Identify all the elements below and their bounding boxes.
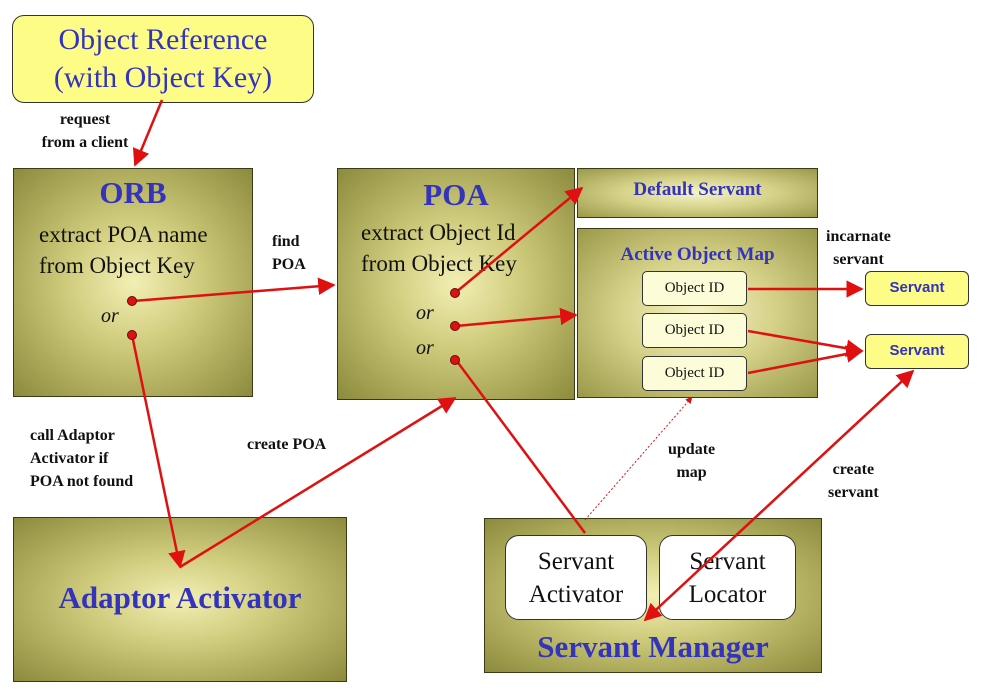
servant-activator-line2: Activator bbox=[528, 581, 624, 608]
arrow-active-map bbox=[455, 307, 578, 328]
servant-activator-box: Servant Activator bbox=[505, 535, 647, 620]
request-label: request from a client bbox=[30, 108, 140, 154]
servant-manager-title: Servant Manager bbox=[537, 629, 769, 664]
orb-title: ORB bbox=[99, 175, 167, 210]
arrow-default-servant bbox=[454, 186, 584, 294]
incarnate-line2: servant bbox=[833, 251, 884, 268]
poa-or-1: or bbox=[416, 302, 434, 324]
default-servant-title: Default Servant bbox=[633, 179, 762, 200]
request-label-line1: request bbox=[59, 111, 111, 128]
find-poa-label: find POA bbox=[272, 230, 306, 276]
call-adaptor-line2: Activator if bbox=[30, 450, 109, 467]
object-id-entry: Object ID bbox=[642, 271, 747, 306]
poa-connector-dot bbox=[450, 321, 460, 331]
poa-title: POA bbox=[423, 177, 489, 212]
find-poa-line2: POA bbox=[272, 256, 306, 273]
default-servant-box: Default Servant bbox=[577, 168, 818, 218]
call-adaptor-label: call Adaptor Activator if POA not found bbox=[30, 424, 133, 493]
adaptor-activator-box: Adaptor Activator bbox=[13, 517, 347, 682]
arrow-request bbox=[132, 99, 164, 167]
arrow-servant-manager bbox=[454, 359, 587, 534]
poa-or-2: or bbox=[416, 337, 434, 359]
orb-connector-dot bbox=[127, 296, 137, 306]
call-adaptor-line1: call Adaptor bbox=[30, 427, 115, 444]
servant-box: Servant bbox=[865, 334, 969, 369]
arrow-objid3-servant bbox=[747, 345, 864, 375]
orb-or: or bbox=[101, 305, 119, 327]
arrow-call-adaptor bbox=[130, 334, 186, 569]
arrow-create-poa bbox=[179, 396, 457, 569]
arrow-create-servant bbox=[643, 369, 915, 622]
arrow-update-map bbox=[584, 396, 693, 521]
object-id-entry: Object ID bbox=[642, 313, 747, 348]
active-object-map-title: Active Object Map bbox=[620, 244, 775, 265]
orb-line1: extract POA name bbox=[39, 222, 208, 247]
orb-box: ORB extract POA name from Object Key or bbox=[13, 168, 253, 397]
arrow-objid2-servant bbox=[747, 329, 864, 357]
object-reference-line2: (with Object Key) bbox=[53, 61, 273, 94]
adaptor-activator-title: Adaptor Activator bbox=[58, 580, 302, 615]
orb-line2: from Object Key bbox=[39, 253, 195, 278]
servant-box: Servant bbox=[865, 271, 969, 306]
poa-connector-dot bbox=[450, 355, 460, 365]
create-poa-label: create POA bbox=[247, 436, 327, 453]
incarnate-line1: incarnate bbox=[826, 228, 891, 245]
request-label-line2: from a client bbox=[41, 134, 129, 151]
poa-line1: extract Object Id bbox=[361, 220, 516, 245]
object-reference-box: Object Reference (with Object Key) bbox=[12, 15, 314, 103]
arrow-find-poa bbox=[132, 277, 336, 303]
orb-connector-dot bbox=[127, 330, 137, 340]
poa-connector-dot bbox=[450, 288, 460, 298]
find-poa-line1: find bbox=[272, 233, 300, 250]
servant-activator-line1: Servant bbox=[537, 548, 615, 575]
call-adaptor-line3: POA not found bbox=[30, 473, 134, 490]
object-reference-line1: Object Reference bbox=[58, 23, 268, 56]
incarnate-label: incarnate servant bbox=[826, 225, 891, 271]
